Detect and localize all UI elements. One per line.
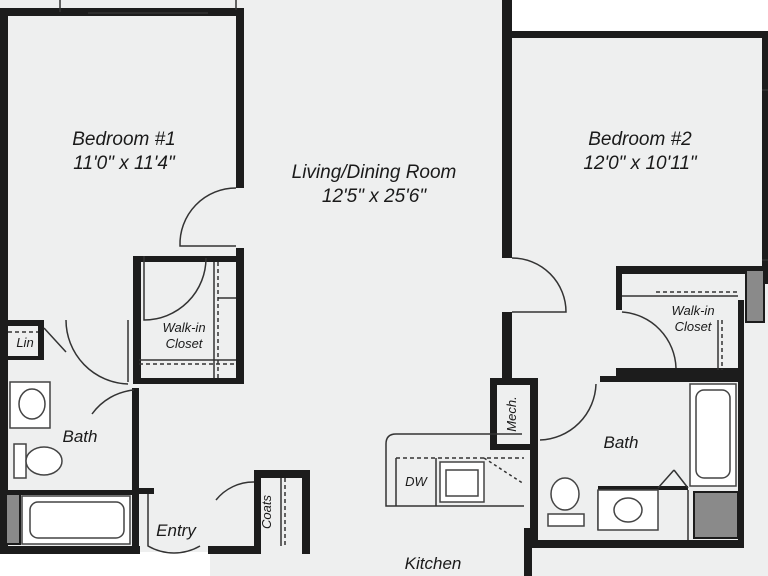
bedroom1-name: Bedroom #1 [72, 129, 176, 150]
bedroom2-label: Bedroom #2 12'0" x 10'11" [583, 128, 696, 176]
walkin2-line1: Walk-in [671, 303, 715, 318]
kitchen-label: Kitchen [404, 554, 462, 573]
living-label: Living/Dining Room 12'5" x 25'6" [292, 161, 457, 209]
walkin1-label: Walk-in Closet [162, 320, 205, 353]
bedroom2-name: Bedroom #2 [588, 129, 692, 150]
walkin1-line2: Closet [165, 336, 203, 352]
walkin2-line2: Closet [674, 319, 712, 335]
lin-label: Lin [16, 335, 34, 350]
living-name: Living/Dining Room [291, 162, 457, 183]
mech-label: Mech. [503, 396, 519, 432]
coats-label: Coats [258, 495, 274, 529]
bath2-label: Bath [603, 433, 639, 452]
walkin2-label: Walk-in Closet [671, 303, 714, 336]
bedroom1-dims: 11'0" x 11'4" [73, 152, 175, 174]
entry-label: Entry [156, 521, 196, 540]
fixtures [9, 381, 737, 545]
bedroom1-label: Bedroom #1 11'0" x 11'4" [72, 128, 176, 176]
living-dims: 12'5" x 25'6" [321, 185, 427, 207]
door-swings [43, 187, 677, 554]
bath1-label: Bath [62, 427, 98, 446]
bedroom2-dims: 12'0" x 10'11" [583, 152, 697, 174]
walkin1-line1: Walk-in [162, 320, 206, 335]
columns [5, 269, 765, 545]
dw-label: DW [405, 474, 427, 489]
